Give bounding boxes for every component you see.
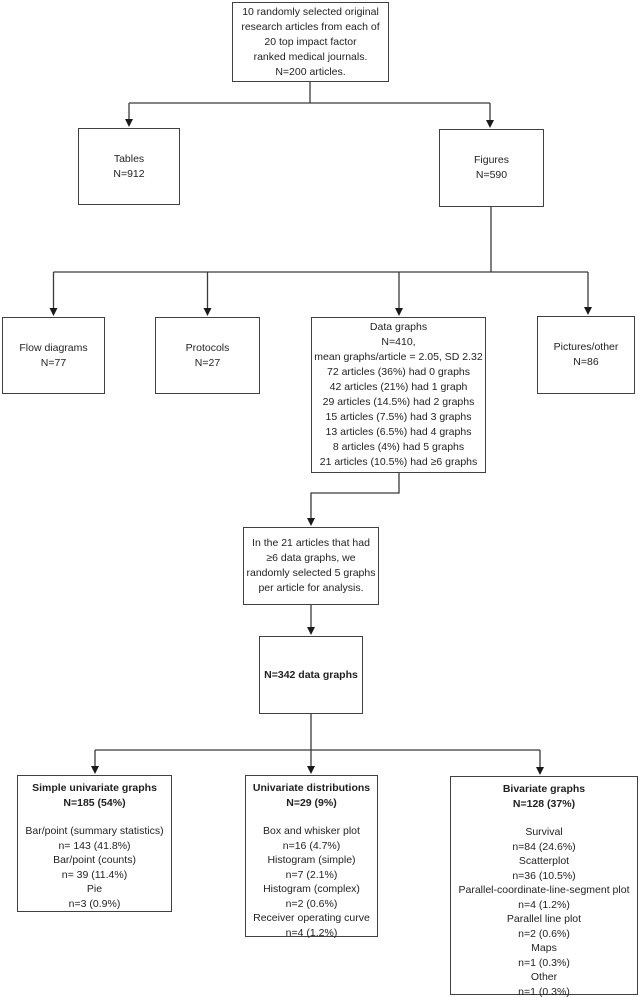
arrowhead-tables: [125, 119, 133, 127]
pictures-other-text: Pictures/other N=86: [553, 341, 619, 368]
box-data-graphs: Data graphs N=410, mean graphs/article =…: [311, 317, 486, 473]
simple-univariate-items: Bar/point (summary statistics) n= 143 (4…: [25, 825, 164, 910]
arrowhead-protocols: [203, 308, 212, 316]
study-population-text: 10 randomly selected original research a…: [241, 5, 380, 78]
box-graph-selection: In the 21 articles that had ≥6 data grap…: [243, 527, 379, 605]
arrowhead-selection: [307, 518, 315, 526]
box-flow-diagrams: Flow diagrams N=77: [2, 317, 105, 394]
box-tables: Tables N=912: [78, 128, 180, 205]
arrowhead-simple-univariate: [91, 766, 99, 774]
box-pictures-other: Pictures/other N=86: [537, 316, 635, 394]
arrowhead-total: [307, 627, 315, 635]
box-univariate-distributions: Univariate distributions N=29 (9%) Box a…: [245, 775, 378, 939]
box-simple-univariate: Simple univariate graphs N=185 (54%) Bar…: [17, 775, 172, 912]
arrowhead-univariate-distributions: [307, 766, 315, 774]
box-study-population: 10 randomly selected original research a…: [232, 2, 389, 82]
box-bivariate-graphs: Bivariate graphs N=128 (37%) Survival n=…: [450, 776, 638, 997]
arrowhead-flow-diagrams: [49, 308, 58, 316]
simple-univariate-title: Simple univariate graphs N=185 (54%): [32, 782, 157, 809]
total-data-graphs-label: N=342 data graphs: [264, 668, 358, 681]
bivariate-graphs-title: Bivariate graphs N=128 (37%): [502, 783, 586, 810]
box-protocols: Protocols N=27: [155, 317, 260, 394]
arrowhead-bivariate: [536, 767, 544, 775]
figures-text: Figures N=590: [473, 154, 509, 181]
box-figures: Figures N=590: [439, 129, 544, 207]
arrowhead-figures: [486, 120, 494, 128]
connector-to-selection: [310, 473, 400, 519]
univariate-distributions-items: Box and whisker plot n=16 (4.7%) Histogr…: [253, 825, 370, 939]
flow-diagrams-text: Flow diagrams N=77: [19, 341, 88, 369]
protocols-text: Protocols N=27: [185, 341, 230, 369]
tables-text: Tables N=912: [113, 152, 145, 180]
graph-selection-text: In the 21 articles that had ≥6 data grap…: [246, 537, 376, 594]
data-graphs-text: Data graphs N=410, mean graphs/article =…: [314, 321, 483, 468]
bivariate-graphs-items: Survival n=84 (24.6%) Scatterplot n=36 (…: [458, 826, 630, 997]
arrowhead-pictures-other: [584, 307, 592, 315]
arrowhead-data-graphs: [395, 308, 403, 316]
box-total-data-graphs: N=342 data graphs: [259, 636, 363, 714]
univariate-distributions-title: Univariate distributions N=29 (9%): [252, 782, 371, 809]
